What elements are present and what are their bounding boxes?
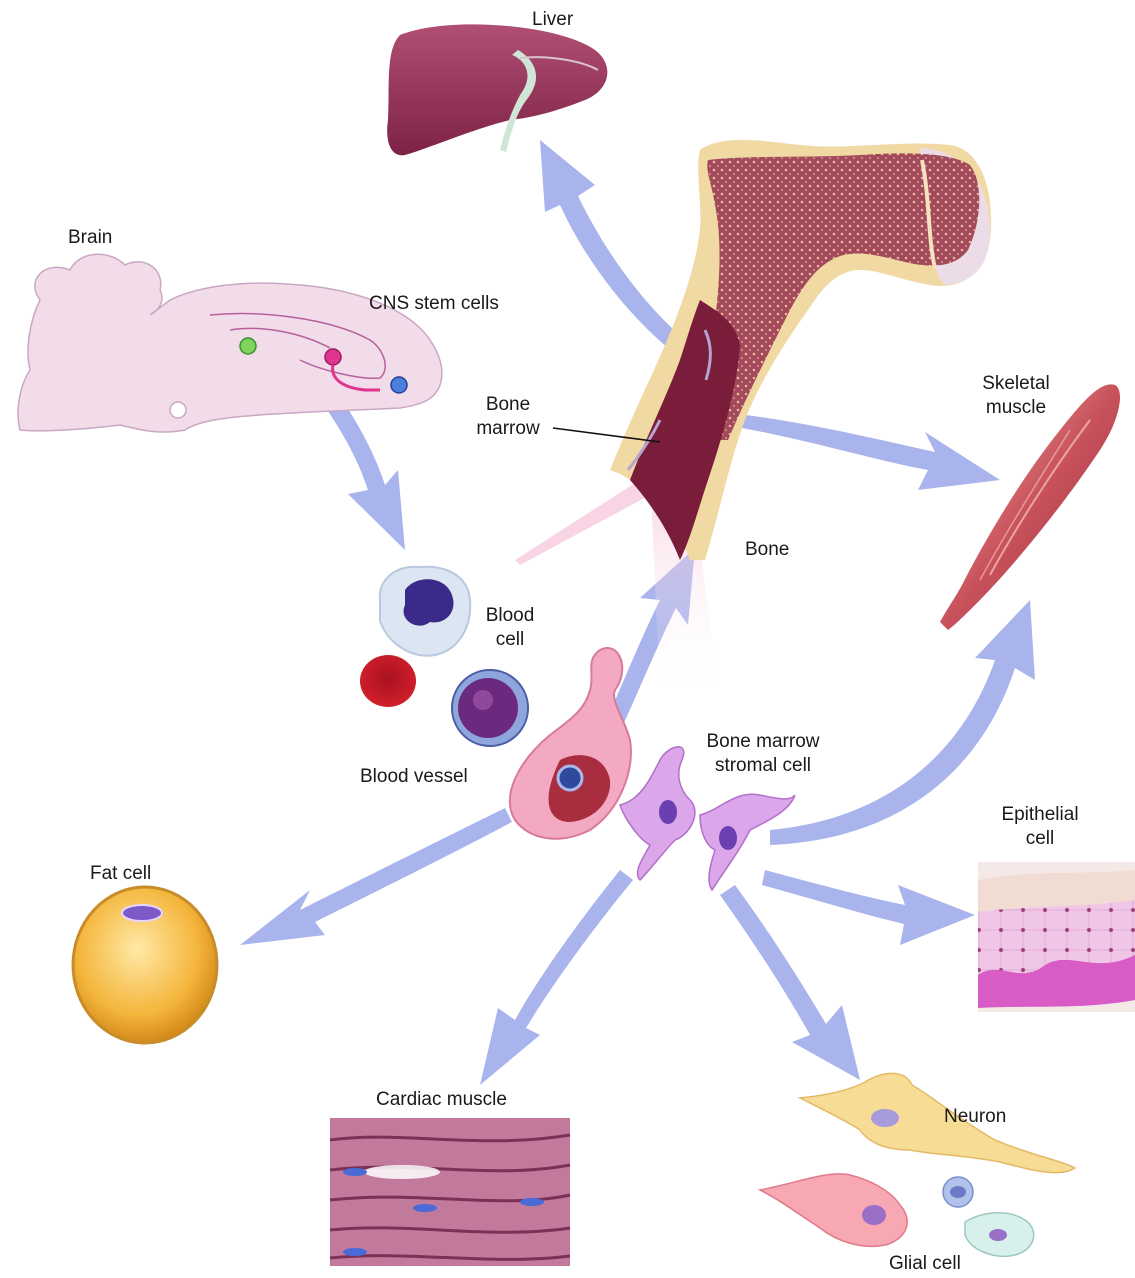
- cardiac-muscle-label: Cardiac muscle: [376, 1088, 507, 1112]
- magenta-stem-cell: [325, 349, 341, 365]
- fat-cell-label: Fat cell: [90, 862, 151, 886]
- bone-marrow-label-line2: marrow: [458, 417, 558, 441]
- epithelial-label-line1: Epithelial: [985, 803, 1095, 827]
- neuron-label: Neuron: [944, 1105, 1006, 1129]
- arrow-to-cardiac-muscle: [480, 870, 633, 1085]
- liver-illustration: [387, 24, 607, 155]
- skeletal-muscle-label-line2: muscle: [966, 396, 1066, 420]
- bone-marrow-label: Bone marrow: [458, 393, 558, 441]
- blue-stem-cell: [391, 377, 407, 393]
- skeletal-muscle-label: Skeletal muscle: [966, 372, 1066, 420]
- blood-cell-label-line2: cell: [470, 628, 550, 652]
- stromal-label-line2: stromal cell: [688, 754, 838, 778]
- blood-cell-label: Blood cell: [470, 604, 550, 652]
- bone-label: Bone: [745, 538, 789, 562]
- stromal-label-line1: Bone marrow: [688, 730, 838, 754]
- blood-cells: [360, 567, 528, 746]
- cns-stem-cells-label: CNS stem cells: [369, 292, 499, 316]
- neuron-illustration: [800, 1073, 1075, 1172]
- brain-label: Brain: [68, 226, 112, 250]
- bone-marrow-stromal-cell-label: Bone marrow stromal cell: [688, 730, 838, 778]
- glial-cell-illustration: [760, 1174, 1034, 1256]
- arrow-to-fat-cell: [240, 808, 512, 945]
- epithelial-cell-illustration: [978, 862, 1135, 1012]
- skeletal-muscle-label-line1: Skeletal: [966, 372, 1066, 396]
- fat-cell-illustration: [73, 887, 217, 1043]
- blood-vessel-label: Blood vessel: [360, 765, 468, 789]
- arrow-to-skeletal-muscle: [718, 412, 1000, 490]
- arrow-to-neuron: [720, 885, 860, 1080]
- green-stem-cell: [240, 338, 256, 354]
- blood-cell-label-line1: Blood: [470, 604, 550, 628]
- epithelial-cell-label: Epithelial cell: [985, 803, 1095, 851]
- blood-vessel-illustration: [510, 648, 631, 839]
- epithelial-label-line2: cell: [985, 827, 1095, 851]
- liver-label: Liver: [532, 8, 573, 32]
- bone-marrow-label-line1: Bone: [458, 393, 558, 417]
- cardiac-muscle-illustration: [330, 1118, 570, 1266]
- glial-cell-label: Glial cell: [889, 1252, 961, 1276]
- arrow-to-epithelial: [762, 870, 975, 945]
- brain-illustration: [18, 254, 442, 432]
- skeletal-muscle-illustration: [940, 384, 1120, 630]
- red-blood-cell: [360, 655, 416, 707]
